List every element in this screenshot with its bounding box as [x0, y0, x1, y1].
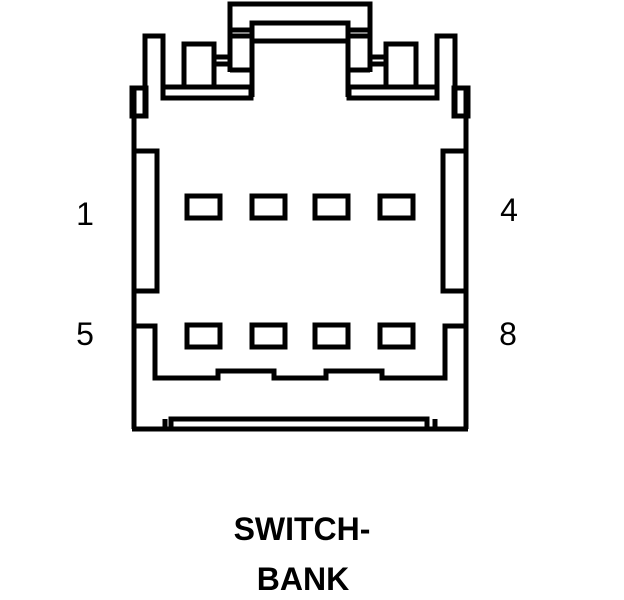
pin-opening-8	[377, 322, 416, 350]
right-post	[434, 33, 458, 118]
connector-body	[131, 88, 469, 432]
caption-line-1: SWITCH-	[234, 511, 371, 547]
right-inner-rail	[440, 148, 469, 294]
right-block	[383, 41, 419, 87]
right-shoulder	[346, 33, 471, 119]
latch-beam	[249, 20, 351, 44]
caption-line-2: BANK	[257, 561, 349, 597]
pin-label-top-left: 1	[76, 196, 94, 232]
latch-tab	[227, 1, 373, 97]
pin-opening-7	[312, 322, 351, 350]
pin-label-top-right: 4	[500, 192, 518, 228]
pin-label-bottom-right: 8	[499, 316, 517, 352]
socket-floor-contour	[136, 323, 464, 381]
pin-row-1	[184, 193, 416, 221]
pin-opening-2	[249, 193, 288, 221]
left-inner-rail	[131, 148, 160, 294]
left-block	[181, 41, 217, 87]
pin-label-bottom-left: 5	[76, 316, 94, 352]
right-ledge	[346, 84, 440, 101]
bottom-bar	[168, 416, 430, 432]
pin-opening-6	[249, 322, 288, 350]
pin-opening-3	[312, 193, 351, 221]
left-ledge	[160, 84, 254, 101]
pin-opening-5	[184, 322, 223, 350]
caption: SWITCH- BANK	[234, 511, 371, 597]
left-post	[142, 33, 166, 118]
pin-opening-4	[377, 193, 416, 221]
pin-row-2	[184, 322, 416, 350]
pin-opening-1	[184, 193, 223, 221]
left-shoulder	[129, 33, 254, 119]
